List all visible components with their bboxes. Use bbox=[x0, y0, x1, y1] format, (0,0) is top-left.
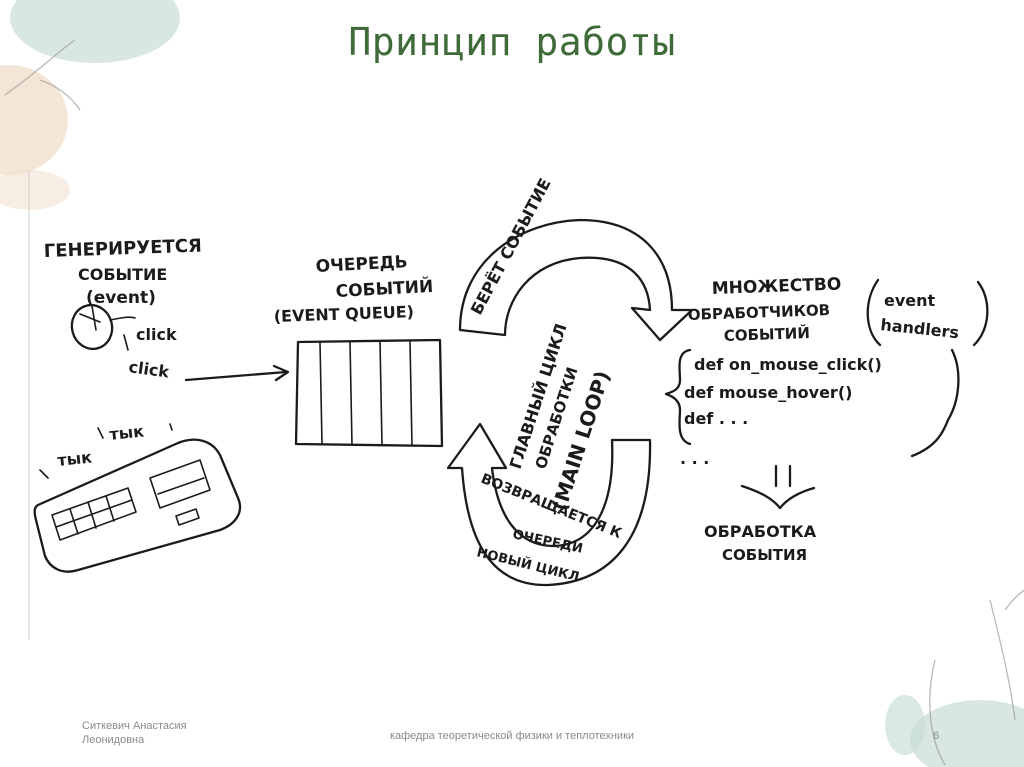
queue-caption: ОЧЕРЕДЬ СОБЫТИЙ (EVENT QUEUE) bbox=[273, 252, 433, 326]
code-right-brace bbox=[910, 348, 960, 458]
page-title: Принцип работы bbox=[348, 20, 676, 64]
takes-event-arrow bbox=[458, 218, 694, 342]
teal-leaf-top-left bbox=[10, 0, 180, 63]
mouse-drawing bbox=[70, 303, 136, 351]
takes-event-label: БЕРЁТ СОБЫТИЕ bbox=[467, 175, 555, 318]
footer-author: Ситкевич Анастасия Леонидовна bbox=[82, 720, 187, 746]
keyboard-drawing bbox=[33, 438, 242, 573]
branch-line-bottom-right bbox=[929, 589, 1024, 766]
page-number: 6 bbox=[933, 730, 940, 742]
peach-leaf-left bbox=[0, 65, 68, 175]
keyboard-tap-label-1: тык bbox=[108, 421, 145, 444]
handler-code-block: def on_mouse_click() def mouse_hover() d… bbox=[680, 355, 882, 468]
code-line-1: def on_mouse_click() bbox=[694, 355, 882, 374]
returns-line-2: ОЧЕРЕДИ bbox=[511, 527, 584, 556]
keyboard-tap-label-2: тык bbox=[56, 447, 93, 470]
event-queue-box bbox=[294, 338, 444, 448]
handlers-english-1: event bbox=[884, 291, 936, 310]
event-source-caption: ГЕНЕРИРУЕТСЯ СОБЫТИЕ (event) bbox=[43, 235, 202, 308]
handling-line-2: СОБЫТИЯ bbox=[722, 546, 807, 564]
event-source-line-2: СОБЫТИЕ bbox=[78, 265, 167, 284]
handlers-set-line-3: СОБЫТИЙ bbox=[723, 323, 810, 345]
arrow-event-to-queue bbox=[184, 364, 290, 382]
footer-department: кафедра теоретической физики и теплотехн… bbox=[389, 730, 635, 742]
queue-line-1: ОЧЕРЕДЬ bbox=[315, 252, 408, 277]
handlers-set-line-1: МНОЖЕСТВО bbox=[711, 274, 841, 299]
queue-line-3: (EVENT QUEUE) bbox=[273, 302, 414, 326]
code-line-3: def . . . bbox=[684, 409, 748, 428]
event-source-line-1: ГЕНЕРИРУЕТСЯ bbox=[43, 235, 202, 262]
handling-caption: ОБРАБОТКА СОБЫТИЯ bbox=[704, 522, 817, 564]
main-loop-caption: ГЛАВНЫЙ ЦИКЛ ОБРАБОТКИ (MAIN LOOP) bbox=[506, 321, 615, 513]
handlers-set-line-2: ОБРАБОТЧИКОВ bbox=[688, 301, 831, 324]
peach-leaf-small bbox=[0, 170, 70, 210]
handlers-english-2: handlers bbox=[880, 315, 960, 342]
handling-line-1: ОБРАБОТКА bbox=[704, 522, 817, 541]
handlers-set-caption: МНОЖЕСТВО ОБРАБОТЧИКОВ СОБЫТИЙ bbox=[688, 274, 842, 345]
event-source-line-3: (event) bbox=[86, 288, 156, 308]
code-left-brace bbox=[664, 348, 692, 446]
queue-line-2: СОБЫТИЙ bbox=[335, 275, 434, 302]
teal-leaf-bottom-right-small bbox=[885, 695, 925, 755]
mouse-click-label-2: click bbox=[127, 357, 170, 382]
code-line-2: def mouse_hover() bbox=[684, 383, 852, 402]
code-line-4: . . . bbox=[680, 449, 709, 468]
mouse-click-label-1: click bbox=[136, 325, 177, 344]
equals-arrow bbox=[740, 464, 816, 510]
handlers-paren bbox=[866, 278, 989, 347]
branch-line-top-left bbox=[4, 39, 81, 111]
returns-arrow bbox=[446, 422, 652, 587]
keyboard-tap-marks bbox=[39, 423, 173, 479]
